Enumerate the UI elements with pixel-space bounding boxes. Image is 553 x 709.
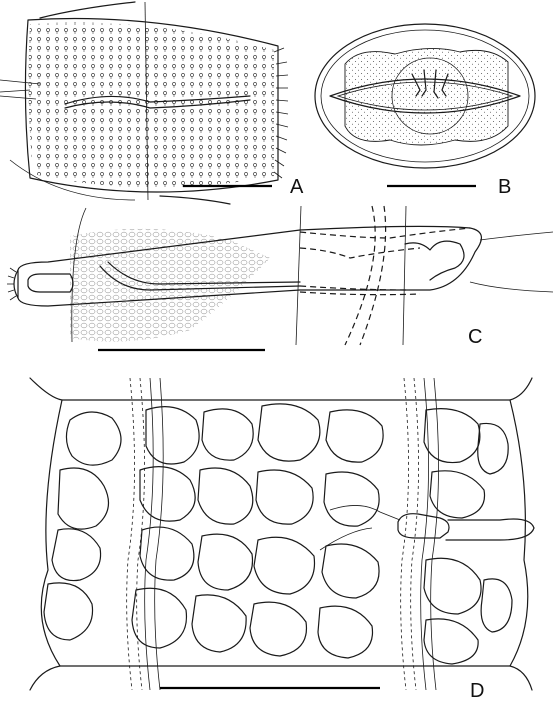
panel-a-letter: A bbox=[290, 176, 304, 198]
panel-b-drawing bbox=[314, 23, 536, 169]
panel-c-letter: C bbox=[468, 326, 482, 348]
panel-b-letter: B bbox=[498, 176, 511, 198]
panel-d-drawing bbox=[29, 377, 535, 691]
panel-d-letter: D bbox=[470, 680, 484, 702]
panel-c-drawing bbox=[7, 205, 553, 346]
panel-a-drawing bbox=[0, 1, 289, 205]
